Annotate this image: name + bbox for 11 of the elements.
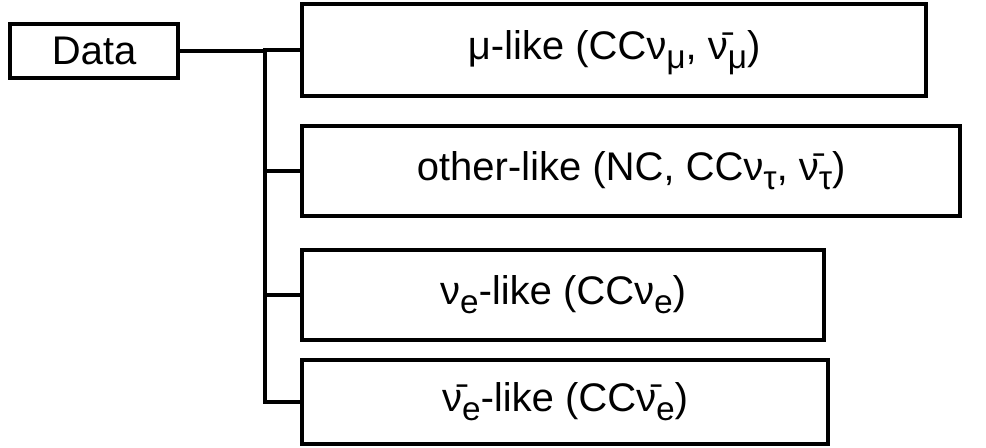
category-box bbox=[300, 358, 830, 446]
category-box bbox=[300, 2, 928, 98]
box-label: other-like (NC, CCν$_{τ}$, ν̄$_{τ}$) bbox=[416, 144, 846, 198]
source-box bbox=[8, 22, 180, 80]
box-label: ν̄$_{e}$-like (CCν̄$_{e}$) bbox=[442, 376, 688, 428]
category-box bbox=[300, 248, 826, 342]
connector-line bbox=[180, 49, 300, 404]
category-box bbox=[300, 124, 962, 218]
box-label: Data bbox=[52, 28, 136, 74]
box-label: ν$_{e}$-like (CCν$_{e}$) bbox=[440, 268, 686, 322]
box-label: μ-like (CCν$_{μ}$, ν̄$_{μ}$) bbox=[468, 24, 760, 76]
